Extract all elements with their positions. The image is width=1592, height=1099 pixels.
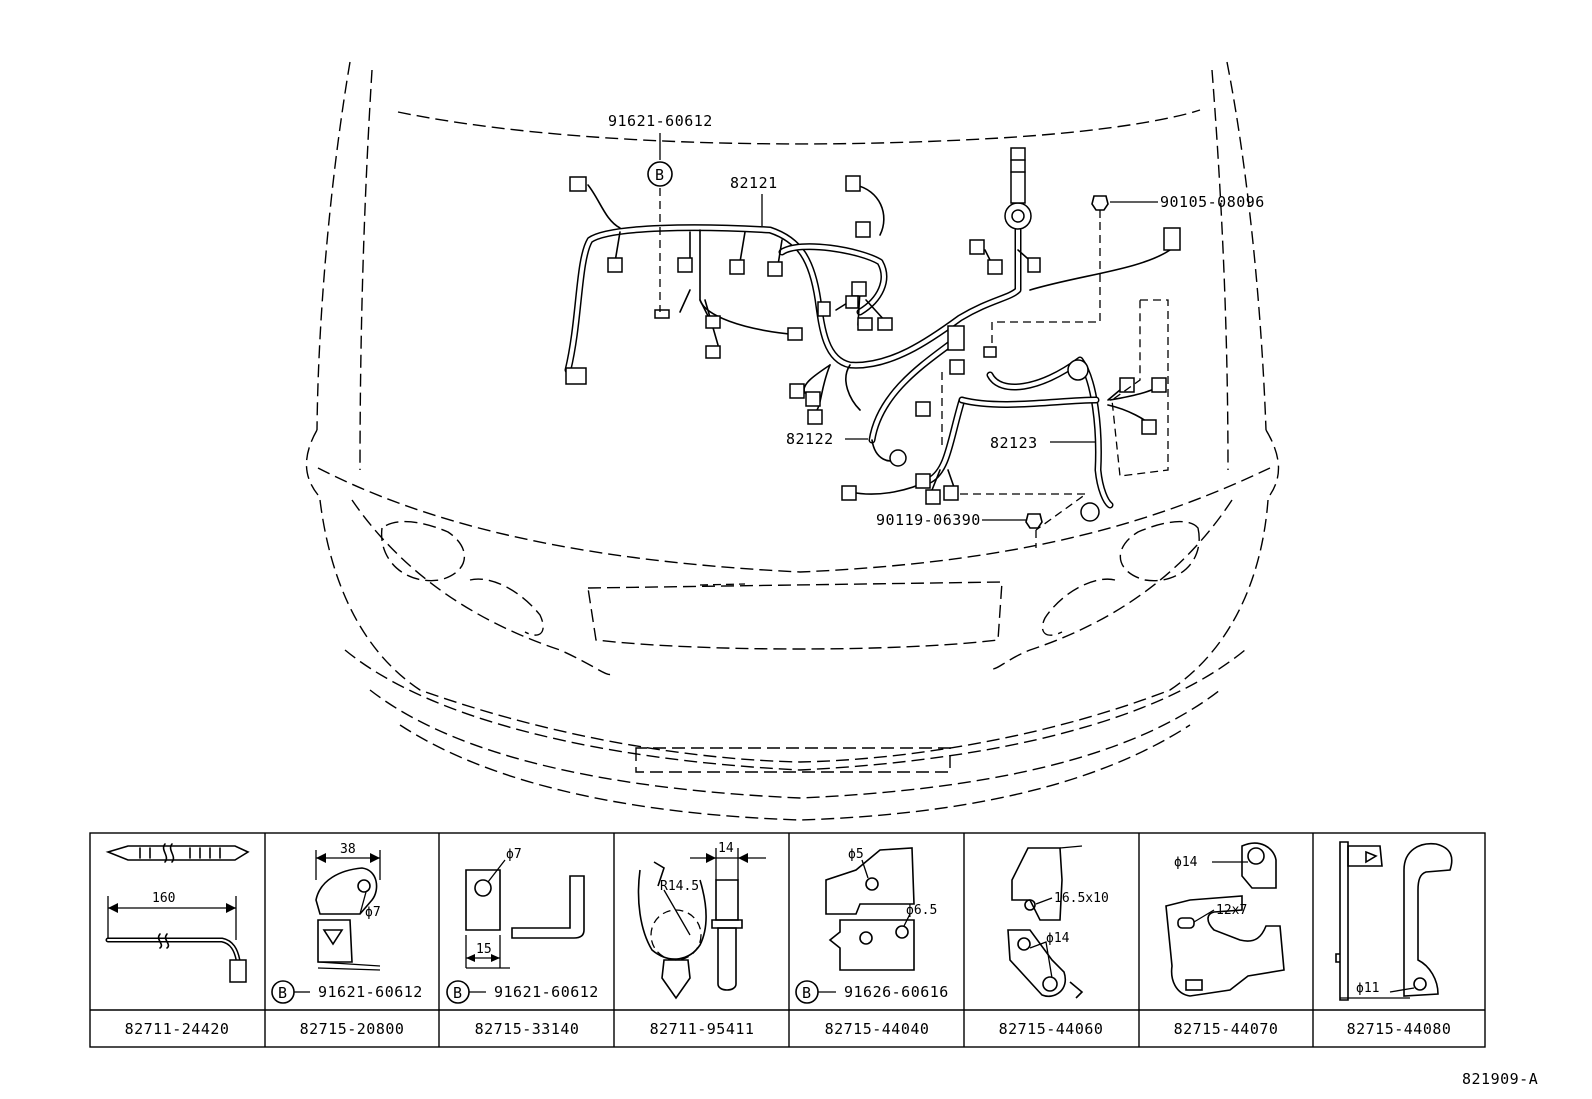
- part-number: 82715-44070: [1174, 1020, 1279, 1038]
- callout-b-marker: B: [655, 166, 665, 184]
- part-number: 82711-24420: [125, 1020, 230, 1038]
- part-number: 82715-20800: [300, 1020, 405, 1038]
- ref-marker: B: [278, 984, 288, 1002]
- part-cell-82715-33140: ϕ7 15 B 91621-60612 82715-33140: [446, 847, 599, 1038]
- part-number: 82715-44060: [999, 1020, 1104, 1038]
- part-cell-82711-24420: 160 82711-24420: [105, 843, 250, 1038]
- ref-marker: B: [453, 984, 463, 1002]
- parts-table: 160 82711-24420 38 ϕ7 B 91621-60612: [89, 832, 1486, 1048]
- dim-label: ϕ14: [1174, 855, 1198, 870]
- parts-table-frame: [89, 832, 1486, 1048]
- dim-label: 160: [152, 891, 175, 906]
- part-number: 82711-95411: [650, 1020, 755, 1038]
- part-number: 82715-44040: [825, 1020, 930, 1038]
- part-number: 82715-33140: [475, 1020, 580, 1038]
- b-marker-icon: [647, 161, 673, 187]
- part-cell-82715-44080: ϕ11 82715-44080: [1335, 841, 1453, 1038]
- dim-label: 12x7: [1216, 903, 1247, 918]
- ref-marker: B: [802, 984, 812, 1002]
- callout-harness-82121: 82121: [730, 174, 778, 192]
- ref-part-number: 91621-60612: [494, 983, 599, 1001]
- dim-label: ϕ7: [365, 905, 381, 920]
- dim-label: R14.5: [660, 879, 699, 894]
- bolt-icon: [1025, 513, 1043, 529]
- part-cell-82711-95411: 14 R14.5 82711-95411: [637, 841, 766, 1038]
- wire-tie-icon: [105, 845, 250, 861]
- ref-part-number: 91626-60616: [844, 983, 949, 1001]
- callout-bolt-right: 90105-08096: [1160, 193, 1265, 211]
- diagram-id: 821909-A: [1462, 1070, 1538, 1088]
- callout-harness-82122: 82122: [786, 430, 834, 448]
- dim-label: ϕ6.5: [906, 903, 937, 918]
- callout-bolt-bottom: 90119-06390: [876, 511, 981, 529]
- part-cell-82715-44060: 16.5x10 ϕ14 82715-44060: [999, 845, 1109, 1038]
- part-number: 82715-44080: [1347, 1020, 1452, 1038]
- bolt-icon: [1091, 195, 1109, 211]
- wire-harness-assembly: [564, 147, 1181, 522]
- car-body-outline: [305, 61, 1280, 821]
- callout-harness-82123: 82123: [990, 434, 1038, 452]
- dim-label: 14: [718, 841, 734, 856]
- callouts: 91621-60612 B 82121 90105-08096 82122 82…: [608, 112, 1265, 548]
- dim-label: ϕ11: [1356, 981, 1379, 996]
- part-cell-82715-44070: ϕ14 12x7 82715-44070: [1165, 842, 1285, 1038]
- part-cell-82715-20800: 38 ϕ7 B 91621-60612 82715-20800: [271, 842, 423, 1038]
- dim-label: ϕ5: [848, 847, 864, 862]
- dim-label: ϕ14: [1046, 931, 1070, 946]
- dim-label: 16.5x10: [1054, 891, 1109, 906]
- dim-label: ϕ7: [506, 847, 522, 862]
- dim-label: 15: [476, 942, 492, 957]
- dim-label: 38: [340, 842, 356, 857]
- callout-bolt-top: 91621-60612: [608, 112, 713, 130]
- ref-part-number: 91621-60612: [318, 983, 423, 1001]
- part-cell-82715-44040: ϕ5 ϕ6.5 B 91626-60616 82715-44040: [795, 847, 949, 1038]
